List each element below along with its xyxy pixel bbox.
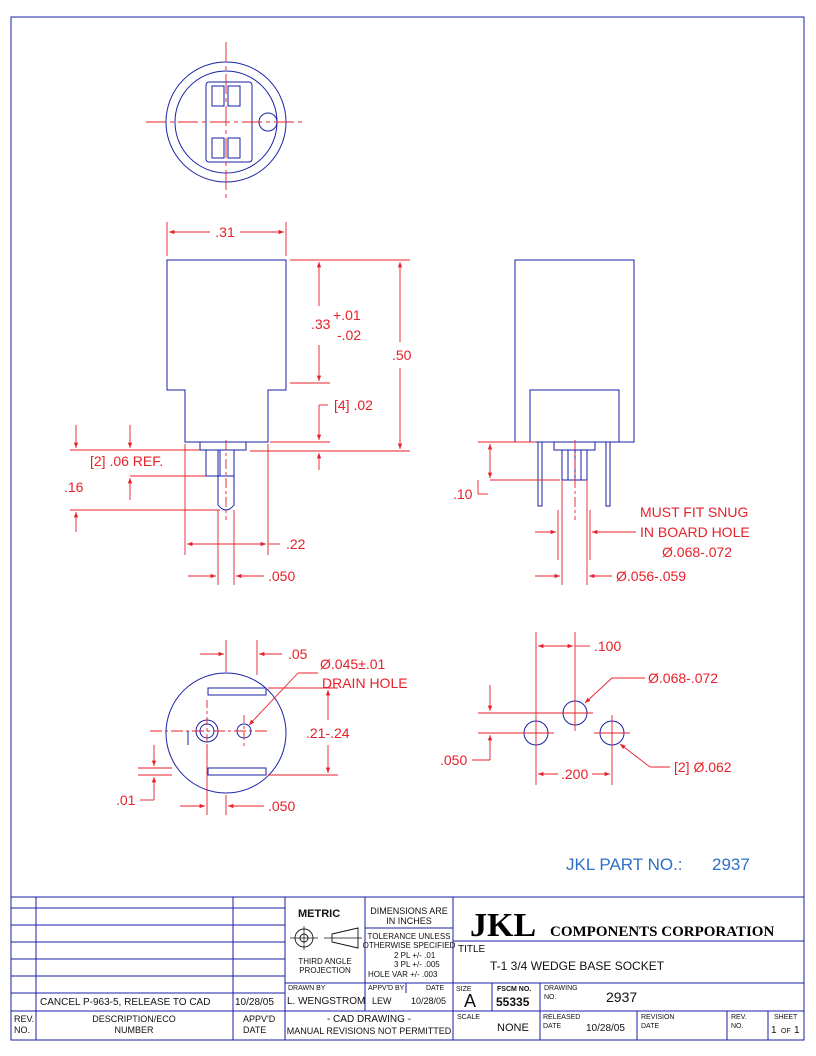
col-appvd: APPV'D (243, 1014, 276, 1024)
sheet-total: 1 (794, 1025, 800, 1036)
note-drain-hole: DRAIN HOLE (322, 675, 408, 691)
front-view (166, 259, 287, 520)
dims-inches-1: DIMENSIONS ARE (370, 906, 448, 916)
dim-100: .100 (594, 638, 621, 654)
released-date-value: 10/28/05 (586, 1023, 625, 1034)
third-angle-2: PROJECTION (299, 966, 351, 975)
note-must-fit-snug: MUST FIT SNUG (640, 504, 748, 520)
dim-068-072: Ø.068-.072 (648, 670, 718, 686)
dim-33-tol-minus: -.02 (337, 327, 361, 343)
dim-050-pattern: .050 (440, 752, 467, 768)
drawn-by-value: L. WENGSTROM (287, 996, 365, 1007)
size-label: SIZE (456, 986, 472, 993)
revision-date-label: DATE (641, 1023, 659, 1030)
drawing-no-label-2: NO. (544, 994, 557, 1001)
revision-description: CANCEL P-963-5, RELEASE TO CAD (40, 997, 210, 1008)
bottom-view (150, 672, 287, 794)
drawing-no-label: DRAWING (544, 985, 578, 992)
col-rev: REV. (14, 1014, 34, 1024)
date-value: 10/28/05 (411, 996, 446, 1006)
note-hole-dia: Ø.068-.072 (662, 544, 732, 560)
released-label: RELEASED (543, 1014, 580, 1021)
dim-200: .200 (561, 766, 588, 782)
front-view-dimensions: .31 .33 +.01 -.02 .50 [4] .02 [2] .06 RE… (64, 222, 412, 585)
side-view-dimensions: .10 MUST FIT SNUG IN BOARD HOLE Ø.068-.0… (453, 441, 750, 585)
col-rev-2: NO. (14, 1025, 30, 1035)
title-block: METRIC DIMENSIONS ARE IN INCHES TOLERANC… (11, 896, 805, 1040)
company-logo: JKL (470, 907, 536, 944)
top-view (146, 42, 306, 202)
dim-050-front: .050 (268, 568, 295, 584)
appvd-by-value: LEW (372, 996, 392, 1006)
col-description: DESCRIPTION/ECO (92, 1014, 176, 1024)
dim-16: .16 (64, 479, 84, 495)
part-number-label: JKL PART NO.: (566, 855, 683, 874)
rev-label: REV. (731, 1014, 747, 1021)
scale-label: SCALE (457, 1014, 480, 1021)
date-label: DATE (426, 985, 444, 992)
dim-33-tol-plus: +.01 (333, 307, 361, 323)
tolerance-1: TOLERANCE UNLESS (368, 932, 451, 941)
tolerance-5: HOLE VAR +/- .003 (368, 970, 438, 979)
bottom-view-dimensions: .05 Ø.045±.01 DRAIN HOLE .21-.24 .01 .05… (116, 640, 408, 815)
title-label: TITLE (458, 944, 486, 955)
dim-2-062: [2] Ø.062 (674, 759, 732, 775)
size-value: A (464, 991, 476, 1011)
third-angle-1: THIRD ANGLE (298, 957, 351, 966)
metric-label: METRIC (298, 908, 340, 920)
title-value: T-1 3/4 WEDGE BASE SOCKET (490, 959, 665, 973)
dim-21-24: .21-.24 (306, 725, 350, 741)
sheet-border (10, 16, 805, 1041)
cad-drawing-2: MANUAL REVISIONS NOT PERMITTED (287, 1026, 452, 1036)
scale-value: NONE (497, 1022, 529, 1034)
appvd-by-label: APPV'D BY (368, 985, 405, 992)
dim-4-02: [4] .02 (334, 397, 373, 413)
revision-date: 10/28/05 (235, 997, 274, 1008)
drawn-by-label: DRAWN BY (288, 985, 326, 992)
dim-10: .10 (453, 486, 473, 502)
dim-31: .31 (215, 224, 235, 240)
sheet-number: 1 (771, 1025, 777, 1036)
dim-33: .33 (311, 316, 331, 332)
company-name: COMPONENTS CORPORATION (550, 924, 774, 940)
rev-label-2: NO. (731, 1023, 744, 1030)
third-angle-projection-icon (290, 926, 362, 950)
col-appvd-2: DATE (243, 1025, 266, 1035)
side-view (514, 259, 635, 520)
cad-drawing-1: - CAD DRAWING - (327, 1014, 411, 1025)
fscm-value: 55335 (496, 995, 530, 1009)
tolerance-3: 2 PL +/- .01 (394, 951, 436, 960)
part-number-value: 2937 (712, 855, 750, 874)
tolerance-2: OTHERWISE SPECIFIED (363, 941, 456, 950)
dims-inches-2: IN INCHES (386, 916, 432, 926)
dim-05: .05 (288, 646, 308, 662)
col-description-2: NUMBER (114, 1025, 154, 1035)
dim-056-059: Ø.056-.059 (616, 568, 686, 584)
sheet-label: SHEET (774, 1014, 798, 1021)
dim-045: Ø.045±.01 (320, 656, 385, 672)
dim-22: .22 (286, 536, 306, 552)
drawing-no-value: 2937 (606, 989, 637, 1005)
hole-pattern (518, 695, 630, 751)
dim-050-bottom: .050 (268, 798, 295, 814)
dim-01: .01 (116, 792, 136, 808)
fscm-label: FSCM NO. (497, 986, 531, 993)
tolerance-4: 3 PL +/- .005 (394, 960, 440, 969)
note-in-board-hole: IN BOARD HOLE (640, 524, 750, 540)
dim-50: .50 (392, 347, 412, 363)
revision-label: REVISION (641, 1014, 674, 1021)
released-date-label: DATE (543, 1023, 561, 1030)
sheet-of: OF (781, 1028, 791, 1035)
hole-pattern-dimensions: .100 Ø.068-.072 .050 .200 [2] Ø.062 (440, 632, 732, 785)
dim-2-06-ref: [2] .06 REF. (90, 453, 163, 469)
